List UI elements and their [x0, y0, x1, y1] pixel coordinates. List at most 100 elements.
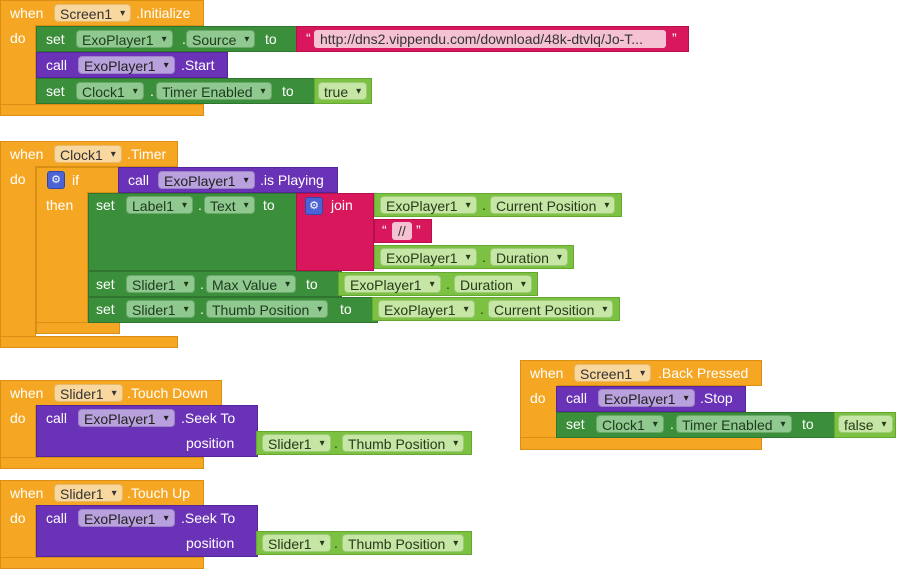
property-dropdown[interactable]: Text — [204, 196, 255, 215]
component-dropdown[interactable]: Clock1 — [596, 415, 664, 434]
component-dropdown[interactable]: Slider1 — [126, 275, 195, 294]
if-block-body — [36, 192, 88, 324]
component-dropdown[interactable]: ExoPlayer1 — [378, 300, 475, 319]
call-keyword: call — [46, 57, 68, 73]
property-dropdown[interactable]: Current Position — [488, 300, 614, 319]
component-dropdown[interactable]: ExoPlayer1 — [380, 248, 477, 267]
mutator-gear-icon[interactable]: ⚙ — [305, 197, 323, 215]
event-name: .Initialize — [136, 5, 191, 21]
component-dropdown[interactable]: ExoPlayer1 — [78, 56, 175, 75]
component-dropdown[interactable]: Slider1 — [126, 300, 195, 319]
property-dropdown[interactable]: Source — [186, 30, 256, 49]
property-dropdown[interactable]: Thumb Position — [342, 534, 465, 553]
set-keyword: set — [46, 83, 65, 99]
component-dropdown[interactable]: ExoPlayer1 — [598, 389, 695, 408]
property-dropdown[interactable]: Current Position — [490, 196, 616, 215]
call-keyword: call — [46, 510, 68, 526]
property-dropdown[interactable]: Timer Enabled — [676, 415, 792, 434]
boolean-dropdown[interactable]: false — [838, 415, 893, 434]
component-dropdown[interactable]: ExoPlayer1 — [344, 275, 441, 294]
event-block-clock1-timer-footer — [0, 336, 178, 348]
text-value[interactable]: http://dns2.vippendu.com/download/48k-dt… — [314, 30, 666, 48]
do-label: do — [10, 510, 26, 526]
call-keyword: call — [128, 172, 150, 188]
position-label: position — [186, 535, 235, 551]
event-block-slider1-touch-up-footer — [0, 557, 204, 569]
to-keyword: to — [282, 83, 294, 99]
method-name: .Start — [181, 57, 215, 73]
dot-separator: . — [182, 31, 186, 47]
component-dropdown[interactable]: Slider1 — [54, 484, 123, 503]
join-keyword: join — [331, 197, 353, 213]
event-name: .Touch Up — [127, 485, 191, 501]
method-name: .Seek To — [181, 410, 236, 426]
event-block-screen1-initialize-footer — [0, 104, 204, 116]
dot-separator: . — [482, 249, 486, 265]
do-label: do — [10, 30, 26, 46]
dot-separator: . — [198, 197, 202, 213]
component-dropdown[interactable]: ExoPlayer1 — [158, 171, 255, 190]
event-name: .Touch Down — [127, 385, 208, 401]
do-label: do — [530, 390, 546, 406]
property-dropdown[interactable]: Max Value — [206, 275, 297, 294]
property-dropdown[interactable]: Duration — [454, 275, 532, 294]
to-keyword: to — [263, 197, 275, 213]
dot-separator: . — [480, 301, 484, 317]
event-block-slider1-touch-down-body — [0, 405, 36, 459]
event-block-clock1-timer-body — [0, 166, 36, 338]
set-keyword: set — [96, 197, 115, 213]
property-dropdown[interactable]: Duration — [490, 248, 568, 267]
event-name: .Timer — [127, 146, 167, 162]
do-label: do — [10, 171, 26, 187]
component-dropdown[interactable]: ExoPlayer1 — [380, 196, 477, 215]
when-label: when — [10, 385, 44, 401]
position-label: position — [186, 435, 235, 451]
call-keyword: call — [46, 410, 68, 426]
component-dropdown[interactable]: Clock1 — [76, 82, 144, 101]
component-dropdown[interactable]: Slider1 — [262, 434, 331, 453]
when-label: when — [10, 485, 44, 501]
dot-separator: . — [670, 416, 674, 432]
event-name: .Back Pressed — [658, 365, 749, 381]
when-label: when — [10, 146, 44, 162]
dot-separator: . — [446, 276, 450, 292]
dot-separator: . — [482, 197, 486, 213]
if-keyword: if — [72, 172, 79, 188]
component-dropdown[interactable]: ExoPlayer1 — [78, 509, 175, 528]
set-keyword: set — [96, 276, 115, 292]
if-block-footer — [36, 322, 120, 334]
component-dropdown[interactable]: Label1 — [126, 196, 194, 215]
component-dropdown[interactable]: Slider1 — [54, 384, 123, 403]
component-dropdown[interactable]: Clock1 — [54, 145, 122, 164]
then-keyword: then — [46, 197, 74, 213]
to-keyword: to — [802, 416, 814, 432]
component-dropdown[interactable]: ExoPlayer1 — [78, 409, 175, 428]
close-quote: ” — [672, 30, 677, 46]
dot-separator: . — [200, 301, 204, 317]
set-keyword: set — [566, 416, 585, 432]
open-quote: “ — [382, 222, 387, 238]
component-dropdown[interactable]: Screen1 — [574, 364, 652, 383]
component-dropdown[interactable]: ExoPlayer1 — [76, 30, 173, 49]
property-dropdown[interactable]: Timer Enabled — [156, 82, 272, 101]
mutator-gear-icon[interactable]: ⚙ — [47, 171, 65, 189]
close-quote: ” — [416, 222, 421, 238]
when-label: when — [10, 5, 44, 21]
to-keyword: to — [340, 301, 352, 317]
method-name: .Seek To — [181, 510, 236, 526]
component-dropdown[interactable]: Screen1 — [54, 4, 132, 23]
dot-separator: . — [334, 535, 338, 551]
event-block-screen1-initialize-body — [0, 25, 36, 105]
set-keyword: set — [46, 31, 65, 47]
method-name: .is Playing — [260, 172, 324, 188]
when-label: when — [530, 365, 564, 381]
text-value[interactable]: // — [392, 222, 412, 240]
boolean-dropdown[interactable]: true — [318, 82, 368, 101]
call-exoplayer-seek-to-block[interactable] — [36, 505, 258, 557]
dot-separator: . — [334, 435, 338, 451]
property-dropdown[interactable]: Thumb Position — [206, 300, 329, 319]
property-dropdown[interactable]: Thumb Position — [342, 434, 465, 453]
dot-separator: . — [150, 83, 154, 99]
to-keyword: to — [306, 276, 318, 292]
component-dropdown[interactable]: Slider1 — [262, 534, 331, 553]
